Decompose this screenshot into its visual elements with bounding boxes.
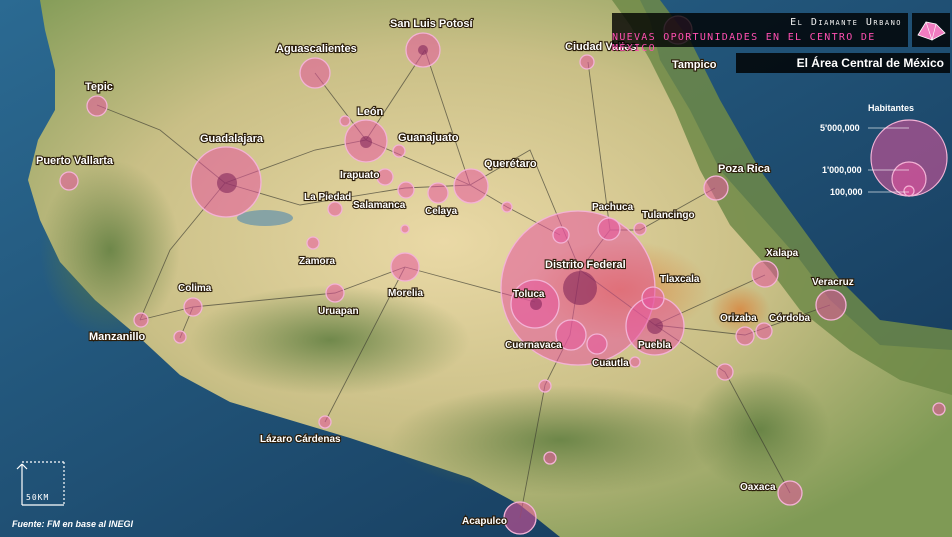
urban-cores — [217, 45, 663, 334]
city-label: Salamanca — [353, 200, 406, 211]
city-label: Lázaro Cárdenas — [260, 434, 341, 445]
title-line2: Nuevas oportunidades en el centro de Méx… — [612, 32, 876, 54]
sierra-madre-sur — [190, 285, 470, 395]
city-circle-tlaxcala[interactable] — [641, 286, 665, 310]
scale-bar — [16, 461, 65, 506]
logo — [912, 13, 950, 47]
title-banner: El Diamante Urbano Nuevas oportunidades … — [612, 13, 908, 54]
city-circle-manzanillo[interactable] — [133, 312, 149, 328]
city-circle-uruapan[interactable] — [325, 283, 345, 303]
city-label: Aguascalientes — [276, 43, 357, 55]
city-circle-irapuato[interactable] — [376, 168, 394, 186]
city-label: Guadalajara — [200, 133, 264, 145]
city-label: Tampico — [672, 59, 717, 71]
city-circle-small-9[interactable] — [932, 402, 946, 416]
city-circle-small-6[interactable] — [501, 201, 513, 213]
legend-leaders — [868, 127, 909, 193]
city-circle-small-4[interactable] — [543, 451, 557, 465]
city-circle-orizaba[interactable] — [735, 326, 755, 346]
city-circle-lazaro-cardenas[interactable] — [318, 415, 332, 429]
city-label: Córdoba — [769, 313, 811, 324]
city-circle-puerto-vallarta[interactable] — [59, 171, 79, 191]
city-label: Orizaba — [720, 313, 757, 324]
subtitle-banner: El Área Central de México — [736, 53, 950, 73]
city-label: Colima — [178, 283, 212, 294]
city-label: Poza Rica — [718, 163, 771, 175]
city-circle-la-piedad[interactable] — [327, 201, 343, 217]
subtitle: El Área Central de México — [796, 56, 944, 70]
city-circle-queretaro[interactable] — [453, 168, 489, 204]
city-circle-tepic[interactable] — [86, 95, 108, 117]
scale-label: 50km — [26, 493, 50, 502]
city-circle-xalapa[interactable] — [751, 260, 779, 288]
city-circle-tulancingo[interactable] — [633, 222, 647, 236]
city-label: Acapulco — [462, 516, 507, 527]
city-circle-morelia[interactable] — [390, 252, 420, 282]
city-circle-small-1[interactable] — [552, 226, 570, 244]
city-circle-celaya[interactable] — [427, 182, 449, 204]
city-circle-oaxaca[interactable] — [777, 480, 803, 506]
city-circle-aguascalientes[interactable] — [299, 57, 331, 89]
city-label: Tlaxcala — [660, 274, 700, 285]
city-circle-colima[interactable] — [183, 297, 203, 317]
city-label: Morelia — [388, 288, 423, 299]
sierra-west — [40, 160, 180, 340]
city-label: Xalapa — [766, 248, 799, 259]
city-label: Irapuato — [340, 170, 379, 181]
city-circle-acapulco[interactable] — [503, 501, 537, 535]
city-label: Oaxaca — [740, 482, 776, 493]
city-label: Cuernavaca — [505, 340, 562, 351]
legend-circles — [870, 119, 948, 197]
source-note: Fuente: FM en base al INEGI — [12, 519, 134, 529]
city-circle-ciudad-valles[interactable] — [579, 54, 595, 70]
legend-label-1m: 1'000,000 — [822, 165, 862, 175]
city-circle-pachuca[interactable] — [597, 217, 621, 241]
title-line1: El Diamante Urbano — [790, 17, 902, 28]
city-label: Uruapan — [318, 306, 359, 317]
city-circle-veracruz[interactable] — [815, 289, 847, 321]
city-circle-poza-rica[interactable] — [703, 175, 729, 201]
city-circle-guanajuato[interactable] — [392, 144, 406, 158]
city-label: Tepic — [85, 81, 113, 93]
legend-label-100k: 100,000 — [830, 187, 863, 197]
city-circle-small-7[interactable] — [339, 115, 351, 127]
city-label: Celaya — [425, 206, 458, 217]
city-label: San Luis Potosí — [390, 18, 473, 30]
city-labels: San Luis Potosí Aguascalientes Ciudad Va… — [35, 17, 855, 528]
city-circle-small-8[interactable] — [400, 224, 410, 234]
city-label: León — [357, 106, 384, 118]
city-circle-small-5[interactable] — [716, 363, 734, 381]
orizaba-zone — [710, 285, 770, 335]
city-label: Pachuca — [592, 202, 634, 213]
lake-chapala — [237, 210, 293, 226]
legend-label-5m: 5'000,000 — [820, 123, 860, 133]
legend-title: Habitantes — [868, 103, 915, 113]
city-label: Zamora — [299, 256, 336, 267]
gulf-lowland — [612, 0, 952, 395]
city-label: Guanajuato — [398, 132, 459, 144]
city-circle-small-2[interactable] — [173, 330, 187, 344]
city-label: Querétaro — [484, 158, 537, 170]
diamond-logo-icon — [917, 21, 946, 42]
city-label: Veracruz — [812, 277, 854, 288]
city-label: La Piedad — [304, 192, 351, 203]
city-circle-small-3[interactable] — [538, 379, 552, 393]
sierra-oaxaca — [690, 370, 830, 490]
city-label: Cuautla — [592, 358, 629, 369]
city-label: Puerto Vallarta — [36, 155, 114, 167]
city-circle-salamanca[interactable] — [397, 181, 415, 199]
city-label: Toluca — [513, 289, 545, 300]
sierra-south — [390, 385, 730, 495]
city-label: Distrito Federal — [545, 259, 626, 271]
city-circle-cordoba[interactable] — [755, 322, 773, 340]
city-label: Manzanillo — [89, 331, 146, 343]
city-circle-cuautla[interactable] — [586, 333, 608, 355]
city-circle-cuernavaca[interactable] — [555, 319, 587, 351]
city-label: Puebla — [638, 340, 671, 351]
city-circle-zamora[interactable] — [306, 236, 320, 250]
city-label: Tulancingo — [642, 210, 695, 221]
city-circle-small-10[interactable] — [629, 356, 641, 368]
